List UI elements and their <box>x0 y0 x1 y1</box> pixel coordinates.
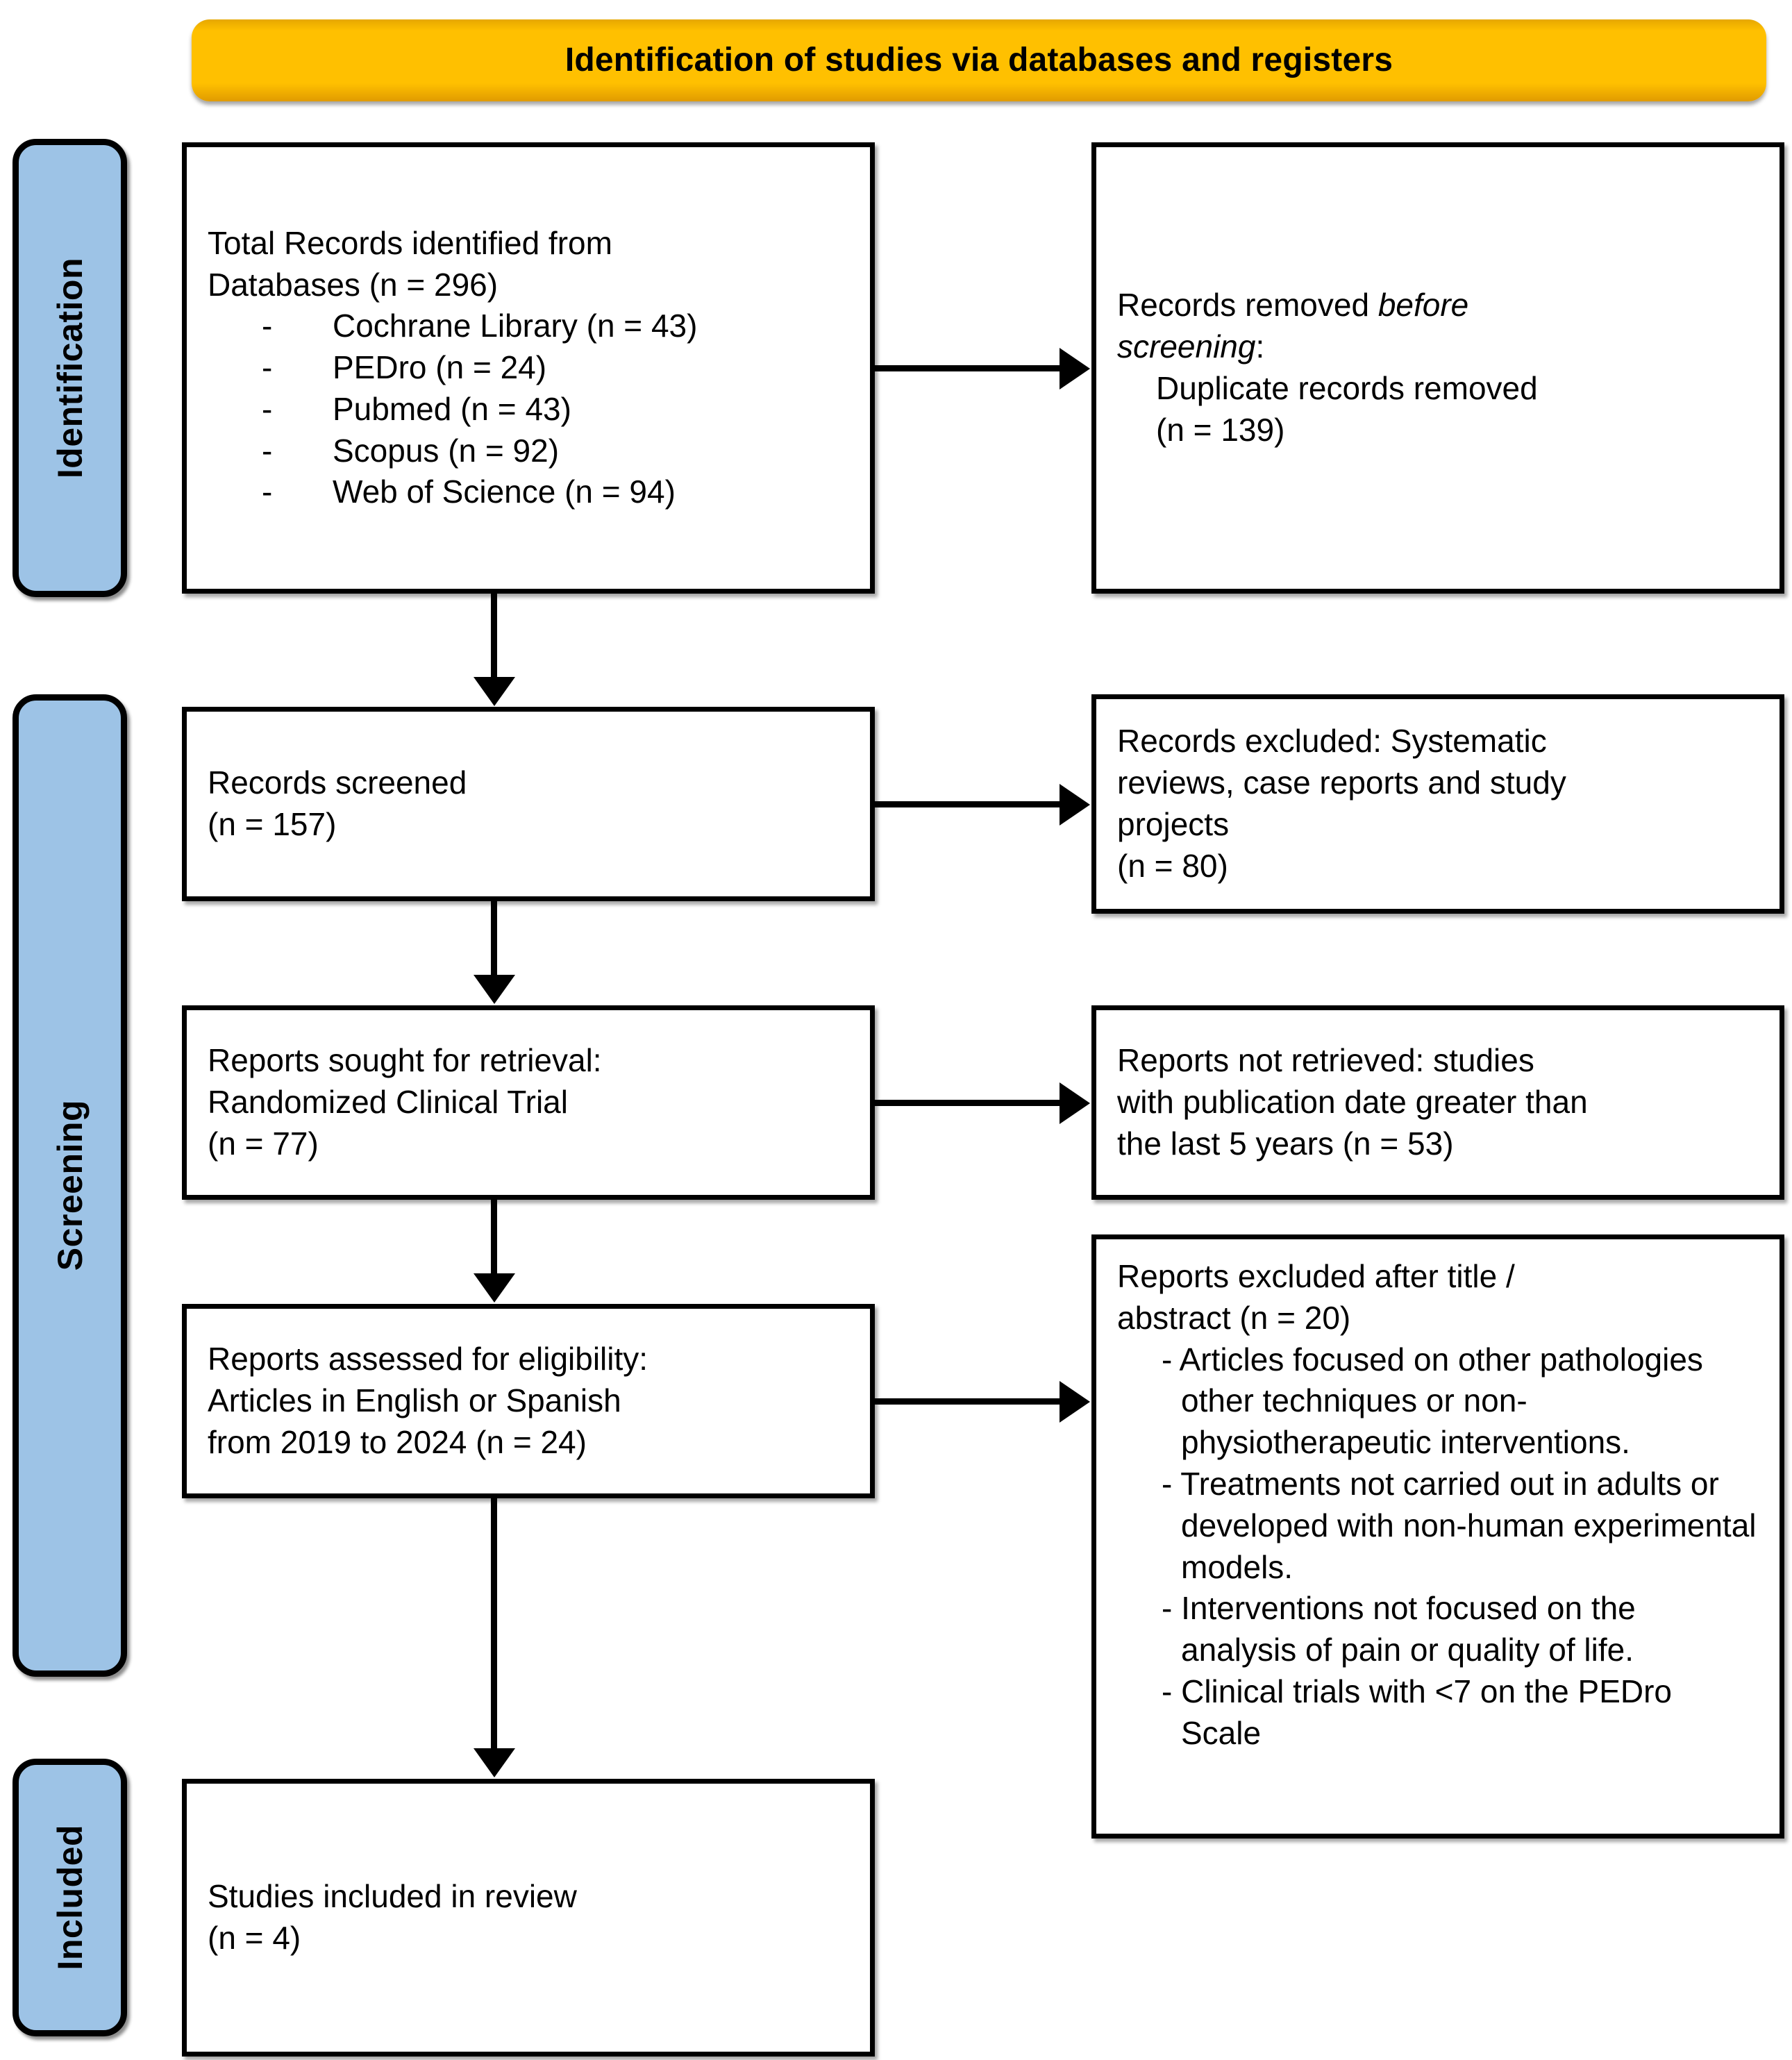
studies-included-line1: Studies included in review <box>208 1878 577 1915</box>
reports-excluded-line1: Reports excluded after title / <box>1117 1258 1515 1294</box>
stage-label-screening: Screening <box>12 694 127 1677</box>
records-removed-line3: Duplicate records removed <box>1156 370 1538 406</box>
dash-bullet: - <box>262 432 273 469</box>
source-item: - Scopus (n = 92) <box>208 430 849 472</box>
stage-label-included: Included <box>12 1759 127 2036</box>
stage-label-screening-text: Screening <box>50 1100 90 1271</box>
source-label: Scopus (n = 92) <box>333 432 560 469</box>
box-studies-included: Studies included in review (n = 4) <box>182 1779 875 2057</box>
reports-assessed-line1: Reports assessed for eligibility: <box>208 1341 648 1377</box>
dash-bullet: - <box>262 349 273 386</box>
arrow-right-assessed-to-excluded-title <box>875 1398 1061 1405</box>
records-excluded-line4: (n = 80) <box>1117 847 1228 884</box>
studies-included-line2: (n = 4) <box>208 1920 301 1956</box>
arrow-down-sought-to-assessed <box>491 1200 497 1275</box>
source-item: - Cochrane Library (n = 43) <box>208 305 849 347</box>
box-records-screened: Records screened (n = 157) <box>182 707 875 901</box>
arrow-down-assessed-to-included <box>491 1498 497 1750</box>
box-records-excluded-screening: Records excluded: Systematic reviews, ca… <box>1091 694 1784 914</box>
source-label: Cochrane Library (n = 43) <box>333 308 698 344</box>
diagram-header-banner: Identification of studies via databases … <box>192 19 1766 101</box>
stage-label-identification-text: Identification <box>50 257 90 479</box>
stage-label-identification: Identification <box>12 139 127 597</box>
records-screened-line1: Records screened <box>208 764 467 801</box>
box-records-removed: Records removed before screening: Duplic… <box>1091 142 1784 594</box>
source-item: - Pubmed (n = 43) <box>208 389 849 430</box>
records-identified-heading-line1: Total Records identified from <box>208 224 612 261</box>
box-reports-excluded-title-abstract: Reports excluded after title / abstract … <box>1091 1234 1784 1839</box>
records-removed-line1-italic: before <box>1378 287 1469 324</box>
banner-title: Identification of studies via databases … <box>564 41 1393 78</box>
reports-not-retrieved-line2: with publication date greater than <box>1117 1084 1588 1121</box>
records-excluded-line2: reviews, case reports and study <box>1117 764 1566 801</box>
source-label: Pubmed (n = 43) <box>333 390 571 427</box>
records-removed-line2-plain: : <box>1255 328 1265 365</box>
arrow-down-screened-to-sought <box>491 901 497 976</box>
dash-bullet: - <box>262 474 273 510</box>
records-removed-line4: (n = 139) <box>1156 411 1285 448</box>
dash-bullet: - <box>262 308 273 344</box>
exclusion-reason: - Clinical trials with <7 on the PEDro S… <box>1162 1673 1673 1751</box>
source-item: - Web of Science (n = 94) <box>208 471 849 513</box>
box-records-identified: Total Records identified from Databases … <box>182 142 875 594</box>
box-reports-assessed: Reports assessed for eligibility: Articl… <box>182 1304 875 1498</box>
reports-sought-line3: (n = 77) <box>208 1125 319 1162</box>
records-removed-line1: Records removed before <box>1117 285 1759 326</box>
source-label: Web of Science (n = 94) <box>333 474 676 510</box>
arrow-down-identified-to-screened <box>491 594 497 678</box>
reports-assessed-line3: from 2019 to 2024 (n = 24) <box>208 1423 587 1460</box>
reports-sought-line1: Reports sought for retrieval: <box>208 1042 602 1079</box>
source-item: - PEDro (n = 24) <box>208 347 849 389</box>
records-excluded-line3: projects <box>1117 806 1230 842</box>
arrow-right-screened-to-excluded <box>875 801 1061 807</box>
reports-sought-line2: Randomized Clinical Trial <box>208 1084 568 1121</box>
arrow-right-sought-to-not-retrieved <box>875 1100 1061 1106</box>
reports-assessed-line2: Articles in English or Spanish <box>208 1382 621 1419</box>
records-removed-line2: screening: <box>1117 326 1759 368</box>
reports-not-retrieved-line3: the last 5 years (n = 53) <box>1117 1125 1454 1162</box>
stage-label-included-text: Included <box>50 1825 90 1970</box>
box-reports-not-retrieved: Reports not retrieved: studies with publ… <box>1091 1005 1784 1200</box>
dash-bullet: - <box>262 390 273 427</box>
records-identified-heading-line2: Databases (n = 296) <box>208 266 499 303</box>
exclusion-reason: - Treatments not carried out in adults o… <box>1162 1465 1757 1585</box>
box-reports-sought: Reports sought for retrieval: Randomized… <box>182 1005 875 1200</box>
records-excluded-line1: Records excluded: Systematic <box>1117 723 1547 760</box>
records-removed-line1-plain: Records removed <box>1117 287 1378 324</box>
records-removed-line2-italic: screening <box>1117 328 1256 365</box>
arrow-right-identified-to-removed <box>875 365 1061 371</box>
reports-excluded-line2: abstract (n = 20) <box>1117 1299 1351 1336</box>
exclusion-reason: - Articles focused on other pathologies … <box>1162 1341 1703 1461</box>
records-screened-line2: (n = 157) <box>208 806 337 842</box>
source-label: PEDro (n = 24) <box>333 349 547 386</box>
reports-not-retrieved-line1: Reports not retrieved: studies <box>1117 1042 1534 1079</box>
exclusion-reason: - Interventions not focused on the analy… <box>1162 1590 1636 1668</box>
